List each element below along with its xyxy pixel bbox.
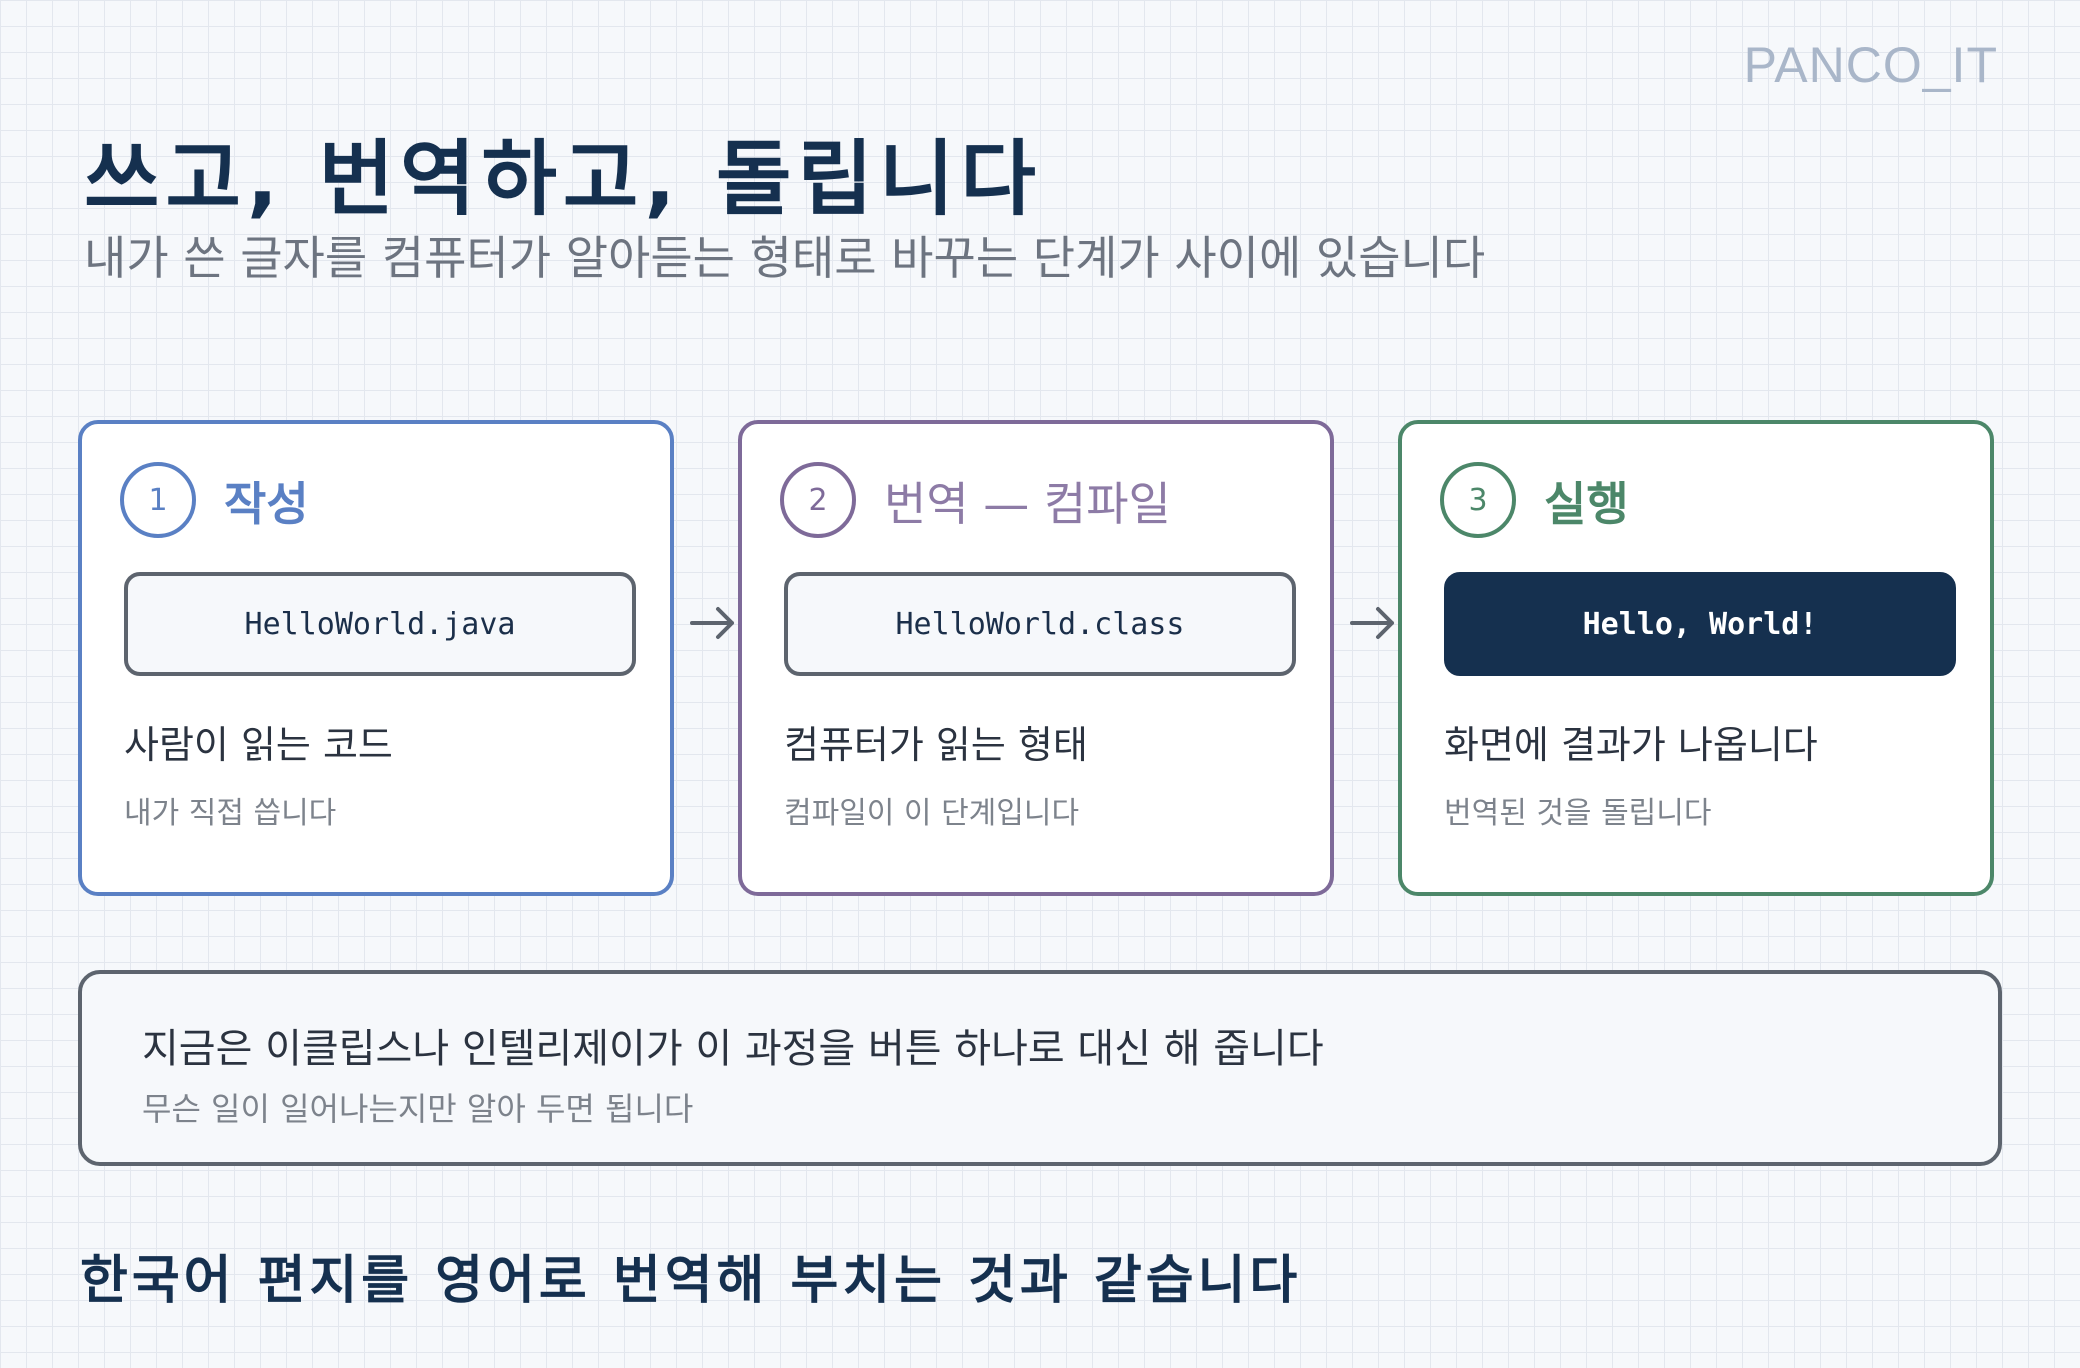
step-number-badge: 2 xyxy=(780,462,856,538)
arrow-right-icon xyxy=(1350,607,1394,639)
ide-info-box: 지금은 이클립스나 인텔리제이가 이 과정을 버튼 하나로 대신 해 줍니다 무… xyxy=(78,970,2002,1166)
step-title: 작성 xyxy=(224,477,309,531)
step-number-badge: 3 xyxy=(1440,462,1516,538)
info-sub-text: 무슨 일이 일어나는지만 알아 두면 됩니다 xyxy=(142,1090,694,1128)
arrow-right-icon xyxy=(690,607,734,639)
step-card-run: 3 실행 Hello, World! 화면에 결과가 나옵니다 번역된 것을 돌… xyxy=(1398,420,1994,896)
page-title: 쓰고, 번역하고, 돌립니다 xyxy=(84,132,1042,227)
info-main-text: 지금은 이클립스나 인텔리제이가 이 과정을 버튼 하나로 대신 해 줍니다 xyxy=(142,1026,1324,1072)
class-file-box: HelloWorld.class xyxy=(784,572,1296,676)
footer-analogy: 한국어 편지를 영어로 번역해 부치는 것과 같습니다 xyxy=(80,1251,1302,1311)
step-description: 컴퓨터가 읽는 형태 xyxy=(784,723,1088,767)
output-box: Hello, World! xyxy=(1444,572,1956,676)
step-description: 화면에 결과가 나옵니다 xyxy=(1444,723,1818,767)
step-number-badge: 1 xyxy=(120,462,196,538)
step-note: 번역된 것을 돌립니다 xyxy=(1444,796,1712,831)
page-subtitle: 내가 쓴 글자를 컴퓨터가 알아듣는 형태로 바꾸는 단계가 사이에 있습니다 xyxy=(84,231,1486,285)
step-title: 번역 — 컴파일 xyxy=(884,477,1171,531)
step-note: 컴파일이 이 단계입니다 xyxy=(784,796,1080,831)
step-description: 사람이 읽는 코드 xyxy=(124,723,393,767)
step-card-write: 1 작성 HelloWorld.java 사람이 읽는 코드 내가 직접 씁니다 xyxy=(78,420,674,896)
brand-logo: PANCO_IT xyxy=(1743,37,1998,93)
step-card-compile: 2 번역 — 컴파일 HelloWorld.class 컴퓨터가 읽는 형태 컴… xyxy=(738,420,1334,896)
step-note: 내가 직접 씁니다 xyxy=(124,796,337,831)
source-file-box: HelloWorld.java xyxy=(124,572,636,676)
step-title: 실행 xyxy=(1544,477,1629,531)
